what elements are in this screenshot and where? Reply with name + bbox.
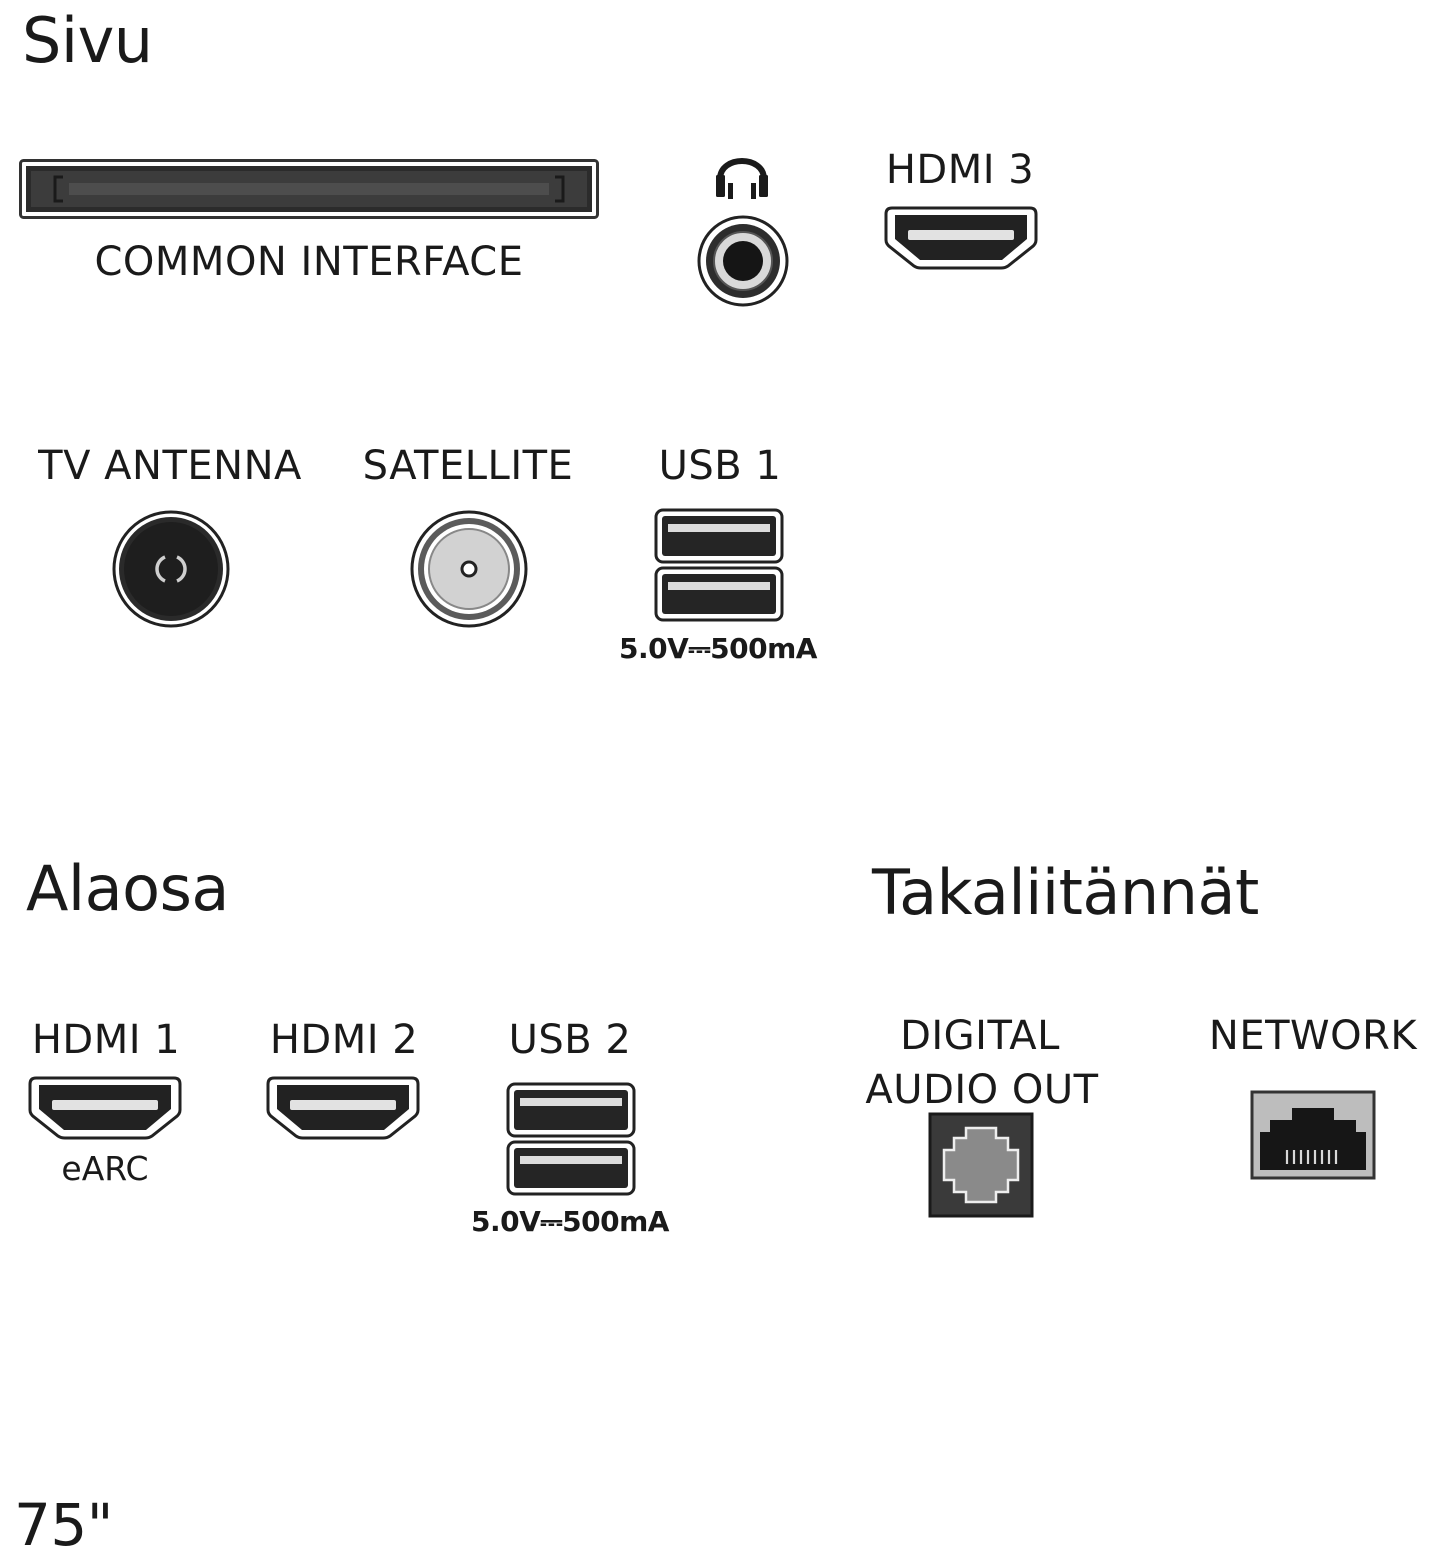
hdmi1-label: HDMI 1: [31, 1017, 181, 1063]
tv-antenna-port: [112, 510, 230, 628]
screen-size-label: 75": [14, 1491, 113, 1559]
usb1-port-top: [654, 508, 784, 564]
section-title-bottom: Alaosa: [26, 852, 229, 925]
hdmi1-earc-label: eARC: [61, 1149, 149, 1188]
common-interface-label: COMMON INTERFACE: [94, 239, 524, 285]
satellite-label: SATELLITE: [362, 443, 574, 489]
hdmi3-label: HDMI 3: [885, 147, 1035, 193]
usb1-port-bottom: [654, 566, 784, 622]
hdmi2-port: [266, 1076, 420, 1140]
usb2-port-bottom: [506, 1140, 636, 1196]
tv-antenna-label: TV ANTENNA: [38, 443, 302, 489]
usb2-port-top: [506, 1082, 636, 1138]
headphone-icon: [716, 158, 768, 199]
usb1-power-rating: 5.0V⎓500mA: [619, 632, 817, 665]
headphone-jack-port: [697, 215, 789, 307]
hdmi3-port: [884, 206, 1038, 270]
section-title-side: Sivu: [22, 4, 153, 77]
satellite-port: [410, 510, 528, 628]
common-interface-slot-icon: [19, 159, 599, 219]
digital-audio-out-label-line2: AUDIO OUT: [865, 1067, 1099, 1113]
hdmi1-port: [28, 1076, 182, 1140]
optical-audio-port: [928, 1112, 1034, 1218]
digital-audio-out-label-line1: DIGITAL: [900, 1013, 1060, 1059]
network-label: NETWORK: [1208, 1013, 1418, 1059]
hdmi2-label: HDMI 2: [269, 1017, 419, 1063]
usb2-label: USB 2: [508, 1017, 632, 1063]
section-title-back: Takaliitännät: [872, 856, 1259, 929]
network-ethernet-port: [1250, 1090, 1376, 1180]
usb1-label: USB 1: [658, 443, 782, 489]
usb2-power-rating: 5.0V⎓500mA: [471, 1205, 669, 1238]
